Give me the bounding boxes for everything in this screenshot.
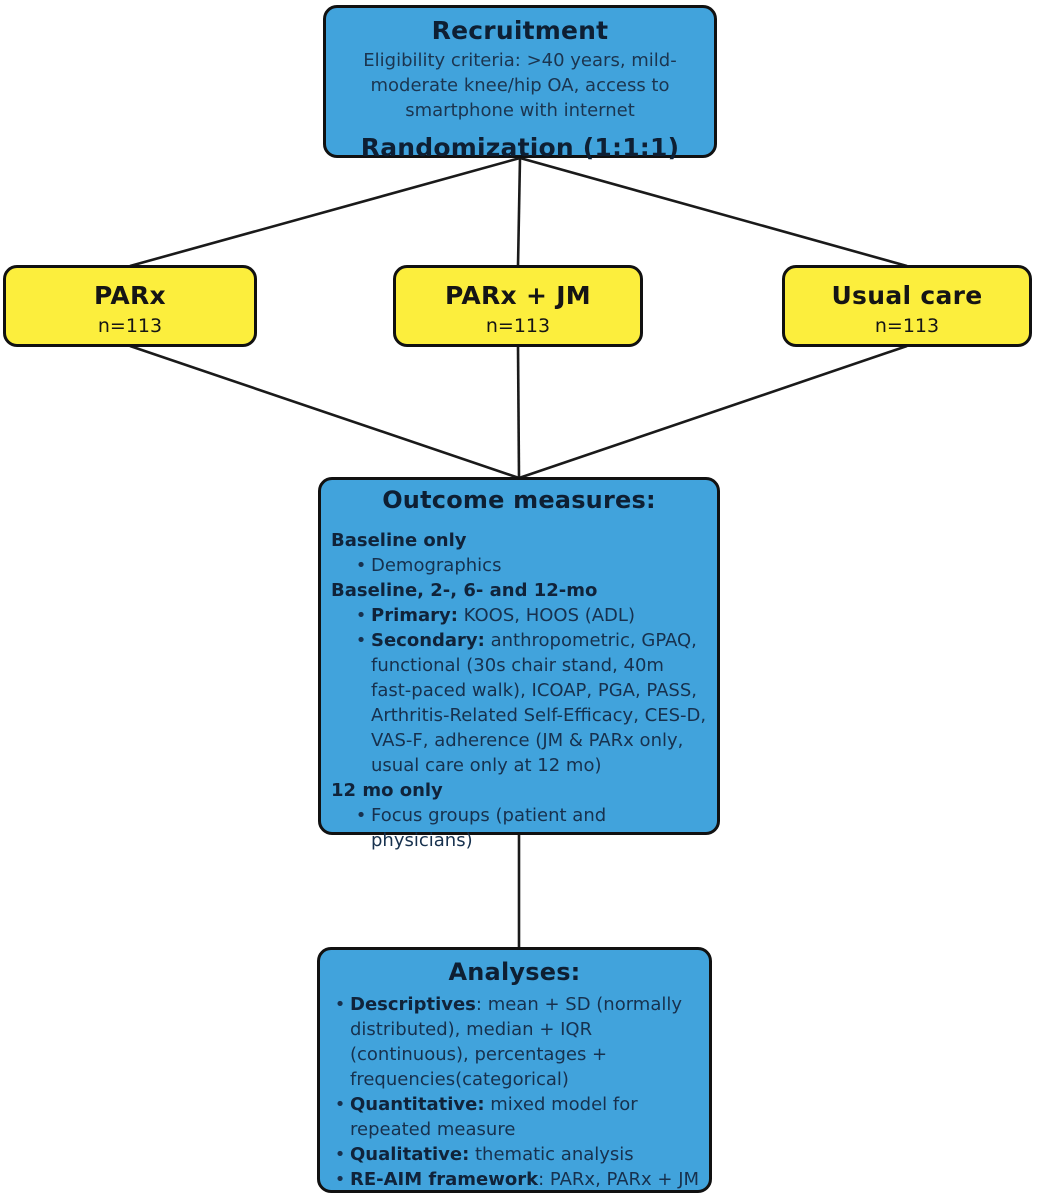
list-item-text: RE-AIM framework: PARx, PARx + JM [350,1169,700,1190]
arm-box-parx: PARx n=113 [3,265,257,347]
list-item-text: 12 mo only [331,780,443,801]
list-item: •Quantitative: mixed model for repeated … [328,1092,701,1142]
section-heading: 12 mo only [329,778,709,803]
analyses-title: Analyses: [448,958,581,986]
list-item: •Qualitative: thematic analysis [328,1142,701,1167]
bullet-icon: • [334,994,346,1015]
outcome-measures-title: Outcome measures: [382,486,656,514]
randomization-title: Randomization (1:1:1) [360,133,680,162]
list-item-text: Focus groups (patient and physicians) [371,805,607,851]
list-item-text: Quantitative: mixed model for repeated m… [350,1094,638,1140]
list-item: •Primary: KOOS, HOOS (ADL) [329,603,709,628]
connector-recruitment-to-parx [129,156,521,268]
bullet-icon: • [334,1169,346,1190]
analyses-list: •Descriptives: mean + SD (normally distr… [328,992,701,1192]
list-item: •Demographics [329,553,709,578]
section-heading: Baseline only [329,528,709,553]
connector-parx-to-outcomes [129,344,520,480]
arm-sample-size: n=113 [97,315,163,337]
bullet-icon: • [355,805,367,826]
connector-recruitment-to-parxjm [516,157,522,267]
recruitment-title: Recruitment [431,16,609,45]
eligibility-criteria-text: Eligibility criteria: >40 years, mild-mo… [363,50,677,121]
list-item-text: Demographics [371,555,502,576]
bullet-icon: • [355,630,367,651]
arm-sample-size: n=113 [485,315,551,337]
list-item-text: Baseline only [331,530,467,551]
arm-label: PARx [94,281,166,310]
arm-label: Usual care [831,281,983,310]
bullet-icon: • [334,1094,346,1115]
outcome-measures-box: Outcome measures: Baseline only•Demograp… [318,477,720,851]
list-item-text: Qualitative: thematic analysis [350,1144,634,1165]
recruitment-box: Recruitment Eligibility criteria: >40 ye… [323,5,717,162]
connector-usualcare-to-outcomes [518,344,908,480]
section-heading: Baseline, 2-, 6- and 12-mo [329,578,709,603]
list-item-text: Primary: KOOS, HOOS (ADL) [371,605,635,626]
list-item-text: Baseline, 2-, 6- and 12-mo [331,580,598,601]
bullet-icon: • [355,605,367,626]
list-item: •Secondary: anthropometric, GPAQ, functi… [329,628,709,778]
list-item: •RE-AIM framework: PARx, PARx + JM [328,1167,701,1192]
bullet-icon: • [334,1144,346,1165]
connector-parxjm-to-outcomes [516,345,521,479]
arm-label: PARx + JM [445,281,591,310]
bullet-icon: • [355,555,367,576]
connector-recruitment-to-usualcare [519,156,908,268]
list-item-text: Secondary: anthropometric, GPAQ, functio… [371,630,707,776]
list-item: •Focus groups (patient and physicians) [329,803,709,853]
arm-sample-size: n=113 [874,315,940,337]
list-item-text: Descriptives: mean + SD (normally distri… [350,994,683,1090]
arm-box-usual-care: Usual care n=113 [782,265,1032,347]
list-item: •Descriptives: mean + SD (normally distr… [328,992,701,1092]
arm-box-parx-jm: PARx + JM n=113 [393,265,643,347]
analyses-box: Analyses: •Descriptives: mean + SD (norm… [317,947,712,1193]
